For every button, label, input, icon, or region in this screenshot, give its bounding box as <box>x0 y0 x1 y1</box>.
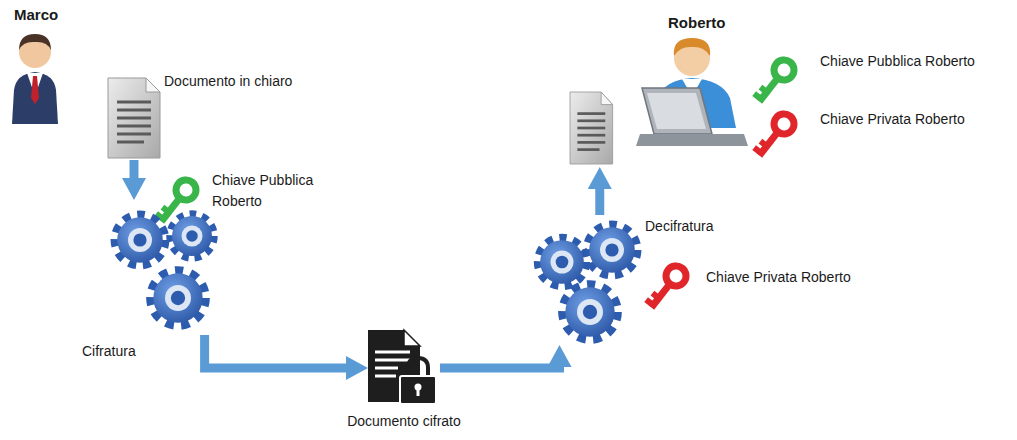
gears-decrypt <box>564 286 616 338</box>
process-node: Cifratura <box>105 200 225 335</box>
person-marco <box>31 76 39 104</box>
node-label: Decifratura <box>645 217 713 235</box>
encrypted-document <box>375 352 410 376</box>
gears-decrypt <box>539 226 636 338</box>
person-marco <box>12 72 58 124</box>
flow-arrow <box>595 181 604 215</box>
gears-encrypt <box>116 215 213 324</box>
person-roberto <box>674 38 710 56</box>
plain-document <box>108 78 160 158</box>
person-node: Marco <box>8 6 66 130</box>
encrypted-document <box>368 330 436 404</box>
key-label: Chiave Privata Roberto <box>820 110 965 128</box>
person-roberto <box>642 88 712 134</box>
encrypted-document <box>375 367 398 370</box>
private-key <box>643 262 690 314</box>
gears-decrypt <box>588 226 636 274</box>
person-roberto <box>636 38 748 146</box>
received-document <box>570 92 613 164</box>
node-label: Cifratura <box>82 342 136 360</box>
key-label: Chiave Pubblica Roberto <box>820 52 975 70</box>
flow-arrow <box>440 359 560 368</box>
encrypted-document <box>404 330 420 346</box>
document-node: Documento cifrato <box>368 330 440 406</box>
person-roberto <box>647 93 706 129</box>
person-name: Roberto <box>668 14 726 32</box>
flow-arrow <box>205 335 354 368</box>
node-label: Documento cifrato <box>308 412 500 430</box>
gears-encrypt <box>171 215 213 257</box>
person-marco <box>19 34 51 50</box>
key-label: Chiave Privata Roberto <box>706 268 851 286</box>
public-key <box>751 56 798 108</box>
private-key <box>751 110 798 162</box>
person-node: Roberto <box>565 10 765 167</box>
node-label: Documento in chiaro <box>164 72 292 90</box>
key-label: Chiave Pubblica Roberto <box>212 170 320 212</box>
person-marco <box>12 34 58 124</box>
gears-encrypt <box>152 272 204 324</box>
document-node: Documento in chiaro <box>108 78 160 160</box>
gears-encrypt <box>116 216 164 264</box>
encrypted-document <box>400 376 436 404</box>
encrypted-document <box>417 388 420 396</box>
encrypted-document <box>375 359 410 362</box>
person-roberto <box>636 134 748 146</box>
process-node: Decifratura <box>525 215 640 345</box>
gears-decrypt <box>539 239 585 285</box>
encrypted-document <box>375 375 396 378</box>
encrypted-document <box>375 351 410 354</box>
flow-arrow <box>130 160 139 186</box>
person-name: Marco <box>14 6 58 24</box>
